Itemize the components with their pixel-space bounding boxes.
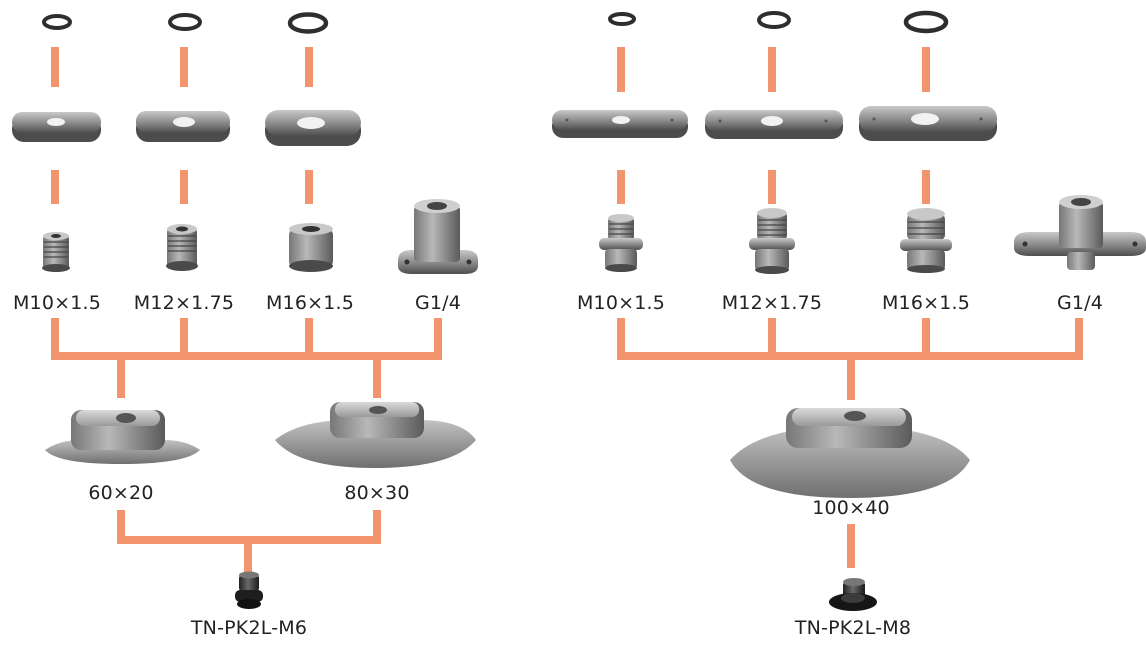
pad-label-100x40: 100×40 <box>812 497 890 519</box>
pad-60x20 <box>45 410 200 464</box>
right-spacer-plates <box>552 106 997 141</box>
base-label-m8: TN-PK2L-M8 <box>794 617 912 639</box>
pad-label-60x20: 60×20 <box>88 482 154 504</box>
base-label-m6: TN-PK2L-M6 <box>190 617 308 639</box>
right-thread-label-m16: M16×1.5 <box>881 292 971 314</box>
base-fitting-m8 <box>829 578 877 611</box>
pad-label-80x30: 80×30 <box>344 482 410 504</box>
left-thread-adapters <box>42 199 478 274</box>
left-thread-label-m16: M16×1.5 <box>265 292 355 314</box>
left-thread-label-g14: G1/4 <box>414 292 462 314</box>
right-thread-label-m10: M10×1.5 <box>576 292 666 314</box>
left-thread-label-m12: M12×1.75 <box>133 292 235 314</box>
right-thread-label-g14: G1/4 <box>1056 292 1104 314</box>
right-o-rings <box>608 10 949 34</box>
right-thread-label-m12: M12×1.75 <box>721 292 823 314</box>
base-fitting-m6 <box>235 571 263 609</box>
left-connectors <box>51 47 442 572</box>
pad-100x40 <box>730 408 970 498</box>
left-thread-label-m10: M10×1.5 <box>12 292 102 314</box>
left-o-rings <box>42 12 329 34</box>
right-thread-adapters <box>599 195 1146 274</box>
left-spacer-plates <box>12 110 361 146</box>
right-connectors <box>617 47 1083 568</box>
pad-80x30 <box>275 402 476 468</box>
